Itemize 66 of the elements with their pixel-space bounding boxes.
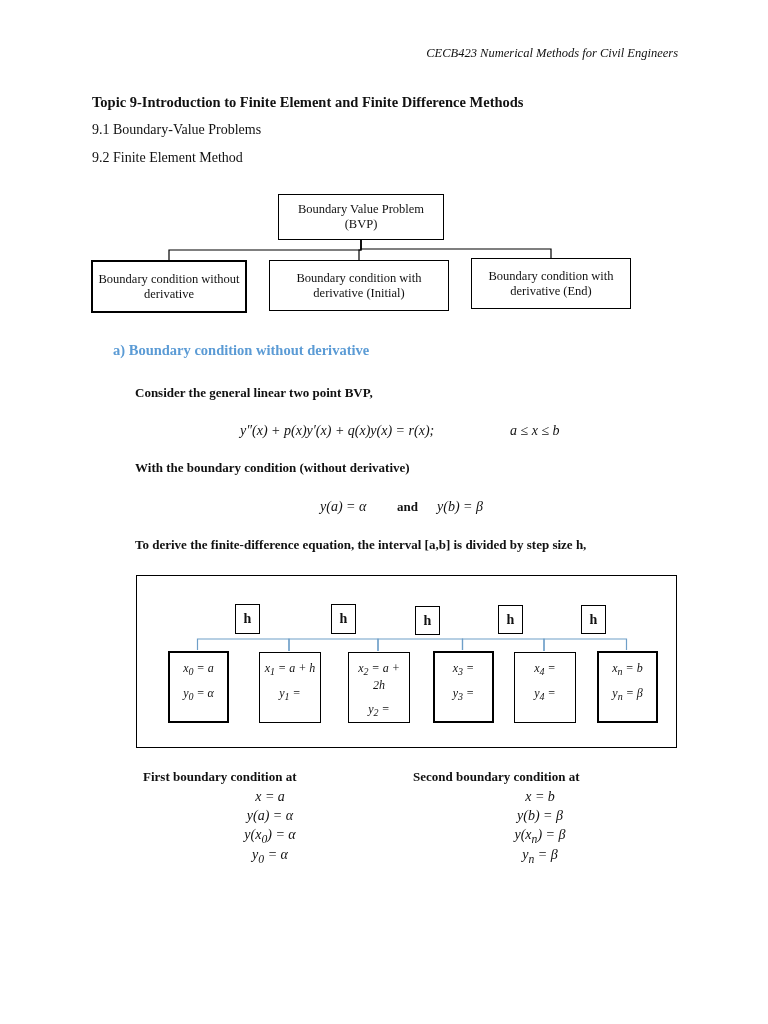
equation-text: y(x$_{n}$) = β (514, 827, 566, 847)
equation-text: x$_{4}$ = (534, 661, 556, 679)
equation-text: x = b (525, 789, 555, 806)
step-box (235, 604, 260, 634)
category-box (278, 194, 444, 240)
equation-text: y$_{2}$ = (368, 702, 390, 720)
equation-text: x$_{0}$ = a (183, 661, 214, 679)
equation-text: y(b) = β (517, 808, 563, 825)
step-box (415, 606, 440, 635)
equation-text: x$_{3}$ = (452, 661, 475, 679)
step-box (498, 605, 523, 634)
equation-text: y(a) = α (320, 499, 367, 516)
category-box (269, 260, 449, 311)
equation-text: y″(x) + p(x)y′(x) + q(x)y(x) = r(x); (240, 423, 435, 440)
connector-line (461, 638, 545, 652)
equation-text: y$_{n}$ = β (522, 847, 558, 867)
body-text: Second boundary condition at (413, 769, 580, 785)
body-text: and (397, 499, 418, 515)
body-text: To derive the finite-difference equation, the interval [a,b] is divided by step size h, (135, 537, 587, 553)
node-text: h (423, 612, 432, 629)
body-text: 9.2 Finite Element Method (92, 150, 243, 167)
node-text: h (589, 611, 598, 628)
equation-text: y(x$_{0}$) = α (244, 827, 296, 847)
equation-text: x$_{2}$ = a + 2h (357, 661, 401, 694)
body-text: With the boundary condition (without derivative) (135, 460, 410, 476)
node-text: Boundary condition with derivative (Initial) (295, 270, 423, 301)
figure-frame (136, 575, 677, 748)
equation-text: x$_{n}$ = b (612, 661, 643, 679)
grid-point-box (168, 651, 229, 723)
page-title: Topic 9-Introduction to Finite Element and Finite Difference Methods (92, 94, 524, 111)
connector-line (196, 638, 290, 652)
node-text: Boundary condition without derivative (97, 271, 241, 302)
equation-text: y$_{0}$ = α (183, 686, 214, 704)
node-text: Boundary condition with derivative (End) (487, 268, 615, 299)
running-header: CECB423 Numerical Methods for Civil Engineers (426, 46, 678, 61)
connector-line (360, 239, 552, 259)
equation-text: y$_{3}$ = (452, 686, 475, 704)
grid-point-box (348, 652, 410, 723)
equation-text: x = a (255, 789, 285, 806)
grid-point-box (259, 652, 321, 723)
body-text: 9.1 Boundary-Value Problems (92, 122, 262, 139)
grid-point-box (597, 651, 658, 723)
node-text: Boundary Value Problem (BVP) (296, 202, 426, 232)
equation-text: a ≤ x ≤ b (510, 423, 560, 440)
connector-line (288, 638, 379, 652)
equation-text: y$_{1}$ = (279, 686, 301, 704)
body-text: Consider the general linear two point BVP, (135, 385, 373, 401)
equation-text: y$_{n}$ = β (612, 686, 643, 704)
category-box (471, 258, 631, 309)
step-box (331, 604, 356, 634)
grid-point-box (433, 651, 494, 723)
node-text: h (339, 611, 348, 627)
equation-text: y(a) = α (246, 808, 294, 825)
equation-text: y$_{4}$ = (534, 686, 556, 704)
equation-text: y(b) = β (437, 499, 483, 516)
body-text: First boundary condition at (143, 769, 297, 785)
category-box (91, 260, 247, 313)
connector-line (377, 638, 464, 652)
equation-text: y$_{0}$ = α (252, 847, 288, 867)
connector-line (543, 638, 628, 652)
equation-text: x$_{1}$ = a + h (264, 661, 316, 679)
node-text: h (506, 611, 515, 628)
section-heading: a) Boundary condition without derivative (113, 342, 370, 360)
step-box (581, 605, 606, 634)
node-text: h (243, 611, 252, 627)
grid-point-box (514, 652, 576, 723)
